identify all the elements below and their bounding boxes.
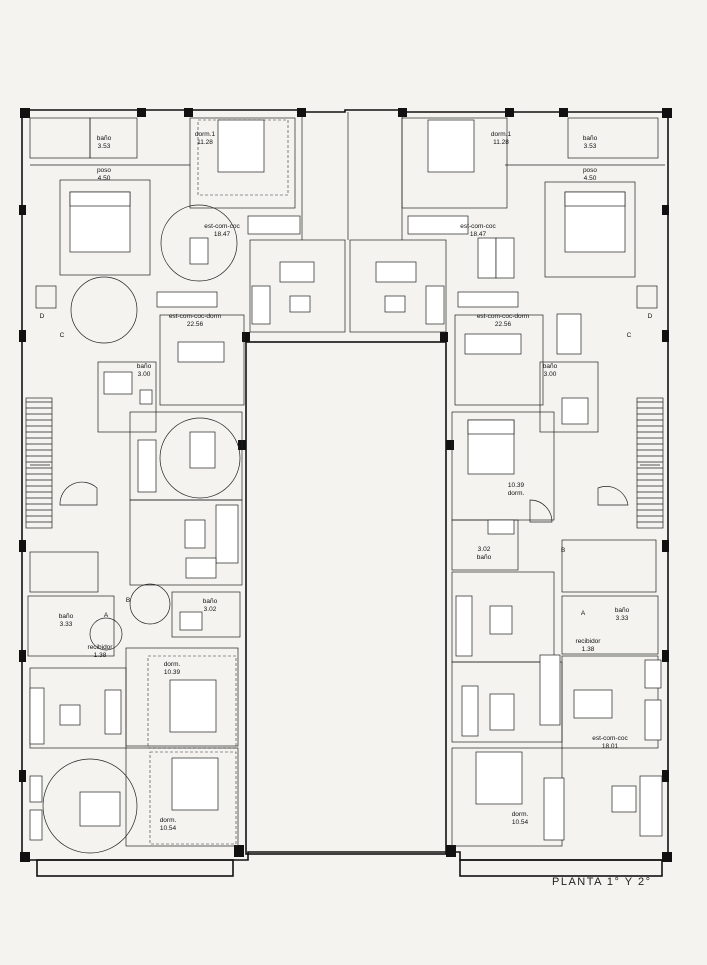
marker-a-right: A xyxy=(581,610,586,617)
area-estd-l: 22.56 xyxy=(187,321,204,328)
marker-c-left: C xyxy=(60,332,65,339)
marker-d-right: D xyxy=(648,313,653,320)
area-bano-tr: 3.53 xyxy=(584,143,597,150)
label-bano-ml: baño xyxy=(137,363,152,370)
area-dorm1-r: 11.28 xyxy=(493,139,509,146)
area-estd-r: 22.56 xyxy=(495,321,512,328)
label-poso-r: poso xyxy=(583,167,597,174)
label-est-br: est-com-coc xyxy=(592,735,628,742)
label-bano-mr: baño xyxy=(543,363,558,370)
marker-b-left: B xyxy=(126,597,130,604)
label-dorm-br: dorm. xyxy=(512,811,529,818)
label-bano-r2: baño xyxy=(477,554,492,561)
area-bano-mr: 3.00 xyxy=(544,371,557,378)
left-top-unit xyxy=(29,117,346,433)
label-recib-l: recibidor xyxy=(88,644,114,651)
left-middle-unit xyxy=(27,411,243,657)
right-middle-unit xyxy=(451,411,659,663)
label-bano-tl: baño xyxy=(97,135,112,142)
label-recib-r: recibidor xyxy=(576,638,602,645)
area-bano-b: 3.02 xyxy=(204,606,217,613)
area-recib-r: 1.38 xyxy=(582,646,595,653)
label-estd-r: est-com-coc-dorm xyxy=(477,313,529,320)
area-bano-br: 3.33 xyxy=(616,615,629,622)
area-dorm-bl2: 10.54 xyxy=(160,825,177,832)
marker-d-left: D xyxy=(40,313,45,320)
structural-columns xyxy=(19,108,672,862)
label-poso-l: poso xyxy=(97,167,111,174)
area-bano-tl: 3.53 xyxy=(98,143,111,150)
plan-title: PLANTA 1° Y 2° xyxy=(552,876,652,888)
label-bano-tr: baño xyxy=(583,135,598,142)
label-est-l: est-com-coc xyxy=(204,223,240,230)
left-bottom-unit xyxy=(29,647,239,854)
label-bano-bl: baño xyxy=(59,613,74,620)
label-estd-l: est-com-coc-dorm xyxy=(169,313,221,320)
area-est-r: 18.47 xyxy=(470,231,487,238)
label-dorm1-r: dorm.1 xyxy=(491,131,512,138)
label-bano-b: baño xyxy=(203,598,218,605)
stairs-right xyxy=(597,397,664,529)
label-dorm-bl2: dorm. xyxy=(160,817,177,824)
area-dorm-bl1: 10.39 xyxy=(164,669,181,676)
section-markers: A B C D A B C D xyxy=(40,313,653,619)
marker-a-left: A xyxy=(104,612,109,619)
label-bano-br: baño xyxy=(615,607,630,614)
marker-c-right: C xyxy=(627,332,632,339)
room-labels: baño 3.53 dorm.1 11.28 poso 4.50 est-com… xyxy=(59,131,630,832)
label-est-r: est-com-coc xyxy=(460,223,496,230)
area-dorm-br: 10.54 xyxy=(512,819,529,826)
area-bano-r2: 3.02 xyxy=(478,546,491,553)
area-dorm-r1: 10.39 xyxy=(508,482,525,489)
area-poso-r: 4.50 xyxy=(584,175,597,182)
stairs-left xyxy=(25,397,98,529)
area-dorm1-l: 11.28 xyxy=(197,139,213,146)
label-dorm1-l: dorm.1 xyxy=(195,131,216,138)
area-bano-bl: 3.33 xyxy=(60,621,73,628)
right-top-unit xyxy=(349,117,665,433)
label-dorm-bl1: dorm. xyxy=(164,661,181,668)
area-recib-l: 1.38 xyxy=(94,652,107,659)
area-est-br: 18.01 xyxy=(602,743,619,750)
marker-b-right: B xyxy=(561,547,565,554)
label-dorm-r1: dorm. xyxy=(508,490,525,497)
area-poso-l: 4.50 xyxy=(98,175,111,182)
area-bano-ml: 3.00 xyxy=(138,371,151,378)
area-est-l: 18.47 xyxy=(214,231,231,238)
right-bottom-unit xyxy=(451,654,663,847)
